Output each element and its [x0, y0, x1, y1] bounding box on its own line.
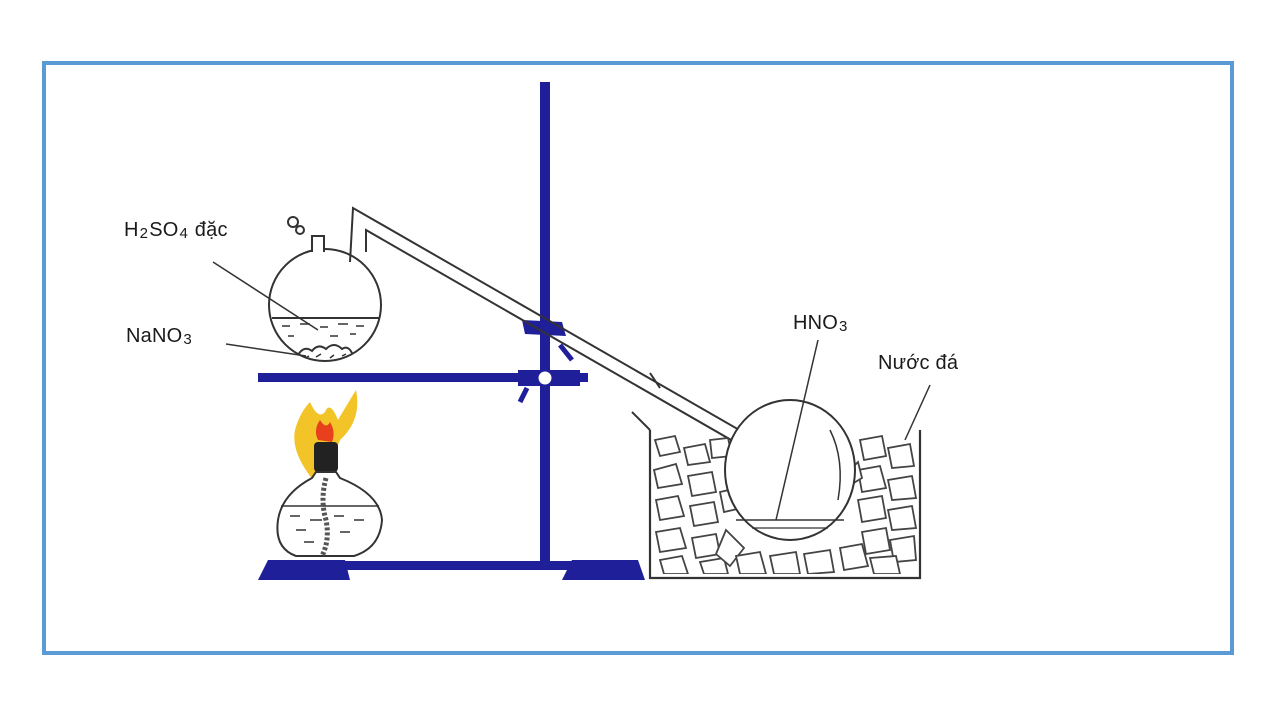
label-nano3: NaNO3 — [126, 325, 192, 348]
retort-stand — [258, 82, 645, 580]
retort-flask — [268, 216, 382, 362]
label-h2so4: H2SO4 đặc — [124, 219, 228, 242]
label-ice-water: Nước đá — [878, 352, 959, 374]
label-hno3: HNO3 — [793, 312, 848, 335]
ice-bath — [631, 399, 922, 580]
diagram-frame — [42, 61, 1234, 655]
label-leaders — [212, 261, 931, 521]
receiving-flask — [724, 399, 856, 541]
alcohol-lamp — [276, 390, 384, 558]
delivery-tube — [349, 206, 796, 476]
